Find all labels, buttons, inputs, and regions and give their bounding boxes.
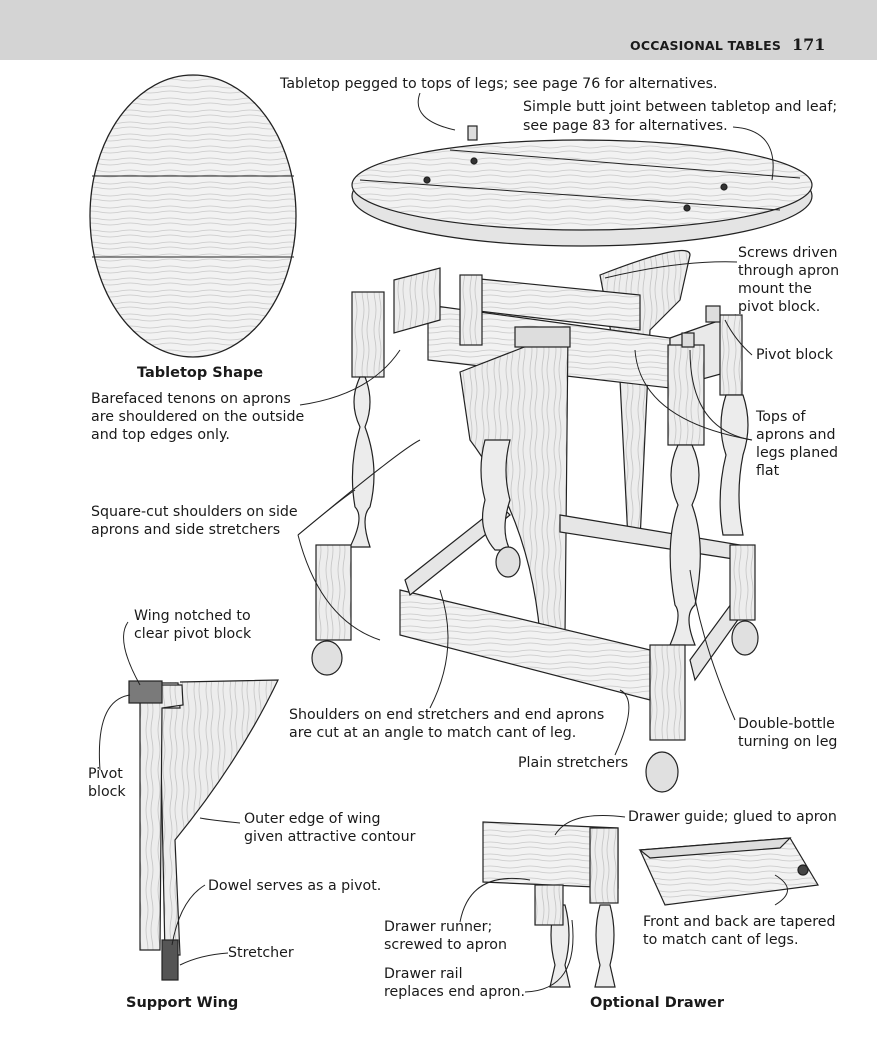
- callout-square-cut-line1: Square-cut shoulders on side: [91, 504, 298, 520]
- callout-tops-line1: Tops of: [756, 409, 806, 425]
- callout-square-cut-line2: aprons and side stretchers: [91, 522, 281, 538]
- section-title: OCCASIONAL TABLES: [630, 38, 782, 53]
- callout-stretcher: Stretcher: [228, 945, 294, 961]
- page-header: [0, 0, 877, 60]
- callout-outer-edge-line2: given attractive contour: [244, 829, 416, 845]
- callout-pivot-block: Pivot block: [756, 347, 833, 363]
- callout-wing-notched-line2: clear pivot block: [134, 626, 252, 642]
- callout-pivot-block-wing-line2: block: [88, 784, 126, 800]
- callout-screws-line4: pivot block.: [738, 299, 821, 315]
- support-wing-drawing: [128, 679, 279, 981]
- callout-end-shoulders-line1: Shoulders on end stretchers and end apro…: [289, 707, 605, 723]
- callout-drawer-rail-line1: Drawer rail: [384, 966, 463, 982]
- callout-drawer-guide: Drawer guide; glued to apron: [628, 809, 837, 825]
- page-number: 171: [792, 35, 826, 54]
- callout-tops-line2: aprons and: [756, 427, 836, 443]
- callout-drawer-runner-line2: screwed to apron: [384, 937, 507, 953]
- callout-tops-line4: flat: [756, 463, 780, 479]
- callout-dowel: Dowel serves as a pivot.: [208, 878, 382, 894]
- tabletop-shape-drawing: [89, 74, 297, 358]
- caption-support-wing: Support Wing: [126, 995, 239, 1011]
- callout-double-bottle-line1: Double-bottle: [738, 716, 835, 732]
- table-exploded-drawing: [311, 125, 813, 793]
- callout-pivot-block-wing-line1: Pivot: [88, 766, 123, 782]
- callout-barefaced-line2: are shouldered on the outside: [91, 409, 305, 425]
- callout-front-back-line2: to match cant of legs.: [643, 932, 799, 948]
- callout-butt-joint-line2: see page 83 for alternatives.: [523, 118, 728, 134]
- callout-screws-line3: mount the: [738, 281, 812, 297]
- callout-front-back-line1: Front and back are tapered: [643, 914, 836, 930]
- callout-tops-line3: legs planed: [756, 445, 838, 461]
- optional-drawer-drawing: [482, 821, 819, 988]
- callout-double-bottle-line2: turning on leg: [738, 734, 838, 750]
- callout-barefaced-line1: Barefaced tenons on aprons: [91, 391, 291, 407]
- callout-tabletop-pegged: Tabletop pegged to tops of legs; see pag…: [280, 76, 718, 92]
- callout-screws-line1: Screws driven: [738, 245, 838, 261]
- callout-end-shoulders-line2: are cut at an angle to match cant of leg…: [289, 725, 577, 741]
- leader-lines: [98, 92, 788, 993]
- callout-drawer-rail-line2: replaces end apron.: [384, 984, 525, 1000]
- callout-butt-joint-line1: Simple butt joint between tabletop and l…: [523, 99, 838, 115]
- callout-outer-edge-line1: Outer edge of wing: [244, 811, 381, 827]
- callout-screws-line2: through apron: [738, 263, 840, 279]
- callout-barefaced-line3: and top edges only.: [91, 427, 230, 443]
- callout-wing-notched-line1: Wing notched to: [134, 608, 251, 624]
- caption-tabletop-shape: Tabletop Shape: [137, 365, 264, 381]
- caption-optional-drawer: Optional Drawer: [590, 995, 725, 1011]
- callout-plain-stretchers: Plain stretchers: [518, 755, 629, 771]
- callout-drawer-runner-line1: Drawer runner;: [384, 919, 493, 935]
